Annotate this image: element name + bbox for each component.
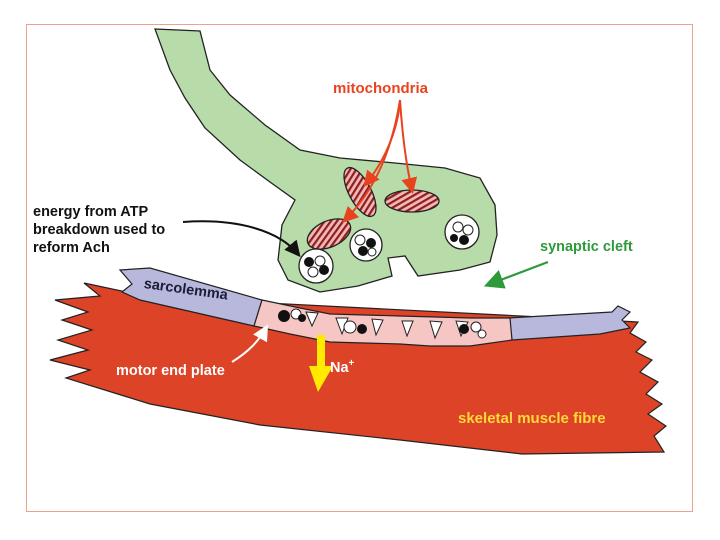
- na-influx-arrow: [309, 335, 333, 392]
- motor-end-plate: [253, 299, 513, 347]
- vesicle: [444, 214, 480, 250]
- mitochondria-arrows: [342, 99, 418, 223]
- mitochondria: [306, 166, 440, 250]
- synaptic-vesicles: [298, 214, 480, 284]
- synaptic-cleft-arrow: [483, 260, 549, 289]
- mitochondria-label: mitochondria: [333, 80, 429, 97]
- motor-end-plate-label: motor end plate: [116, 363, 225, 379]
- sarcolemma-right: [507, 305, 632, 341]
- vesicle: [298, 248, 334, 284]
- ach-vesicles-membrane: [278, 308, 487, 339]
- sarcolemma-left: [118, 267, 263, 327]
- axon-terminal: [154, 28, 498, 293]
- sodium-charge: +: [348, 358, 355, 369]
- energy-label: energy from ATP breakdown used to reform…: [33, 204, 166, 256]
- synaptic-cleft-label: synaptic cleft: [540, 239, 633, 255]
- sodium-symbol: Na: [330, 359, 349, 376]
- skeletal-muscle-fibre-label: skeletal muscle fibre: [458, 410, 606, 427]
- figure-frame: [26, 24, 693, 512]
- energy-arrow: [182, 220, 301, 258]
- vesicle: [349, 228, 383, 262]
- sodium-ion-label: Na+: [330, 358, 354, 376]
- motor-end-plate-arrow: [231, 324, 268, 363]
